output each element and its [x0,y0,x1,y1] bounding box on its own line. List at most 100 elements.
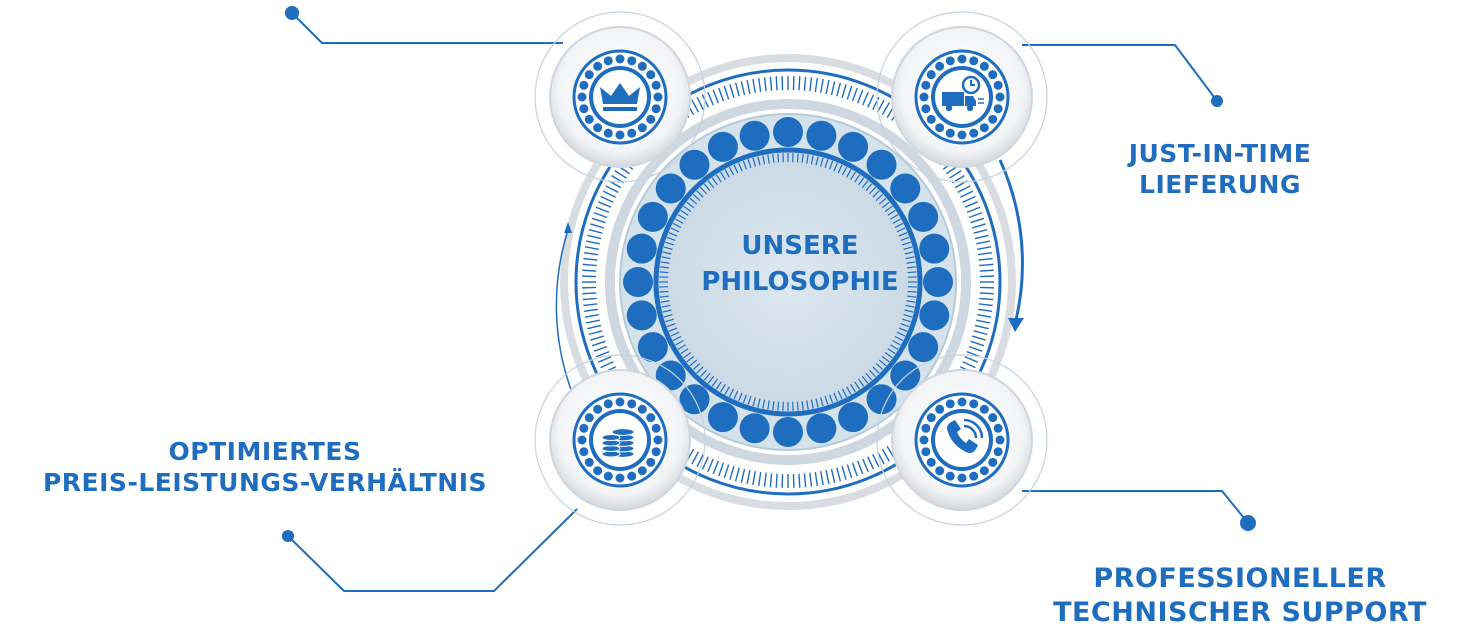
badge-ball [627,399,637,409]
tick-mark [979,263,994,267]
tick-mark [696,96,704,111]
tick-mark [729,84,735,98]
tick-mark [966,206,981,213]
tick-mark [692,193,701,201]
badge-ball [627,471,637,481]
tick-mark [691,99,700,113]
tick-mark [810,399,814,409]
tick-mark [806,400,809,410]
tick-mark [595,351,610,358]
badge-ball [584,413,594,423]
badge-ball [935,61,945,71]
tick-mark [964,201,979,208]
tick-mark [978,257,993,261]
tick-mark [675,340,684,346]
tick-mark [593,212,608,219]
tick-mark [587,234,602,240]
tick-mark [715,174,722,183]
tick-mark [846,85,853,100]
tick-mark [746,79,751,94]
badge-ball [919,92,929,102]
badge-price[interactable] [534,354,706,526]
tick-mark [857,460,864,475]
tick-mark [892,340,901,346]
tick-mark [978,303,993,307]
tick-mark [977,246,992,250]
badge-ball [615,397,625,407]
tick-mark [898,327,908,332]
tick-mark [583,257,598,261]
tick-mark [602,190,617,198]
badge-ball [615,54,625,64]
tick-mark [862,91,869,106]
tick-mark [723,464,730,479]
tick-mark [907,290,917,293]
crown-icon [600,83,640,111]
tick-mark [825,470,830,485]
tick-mark [582,297,597,301]
badge-ball [921,80,931,90]
badge-ball [969,56,979,66]
badge-quality[interactable] [534,11,706,183]
badge-ball [945,56,955,66]
badge-ball [584,114,594,124]
tick-mark [964,356,979,363]
tick-mark [810,155,814,165]
tick-mark [597,356,612,363]
tick-mark [972,223,986,229]
tick-mark [854,381,861,390]
badge-ball [577,435,587,445]
badge-ball [593,61,603,71]
tick-mark [896,331,906,337]
tick-mark [890,214,899,220]
bearing-ball [806,413,837,444]
tick-mark [584,246,599,250]
badge-ball [957,54,967,64]
tick-mark [824,159,829,169]
tick-mark [872,96,880,111]
tick-mark [903,246,913,251]
bearing-ball [707,402,738,433]
tick-mark [825,79,830,94]
badge-ball [593,404,603,414]
tick-mark [803,473,807,488]
badge-support[interactable] [876,354,1048,526]
rotation-arrow-right [998,159,1024,321]
tick-mark [712,460,719,475]
tick-mark [662,309,672,313]
bearing-ball [890,173,921,204]
tick-mark [833,392,838,402]
tick-mark [979,292,994,295]
tick-mark [670,227,680,233]
tick-mark [762,155,766,165]
tick-mark [742,160,748,170]
tick-mark [900,236,910,242]
tick-mark [857,89,864,104]
tick-mark [962,195,976,203]
badge-delivery[interactable] [876,11,1048,183]
bearing-ball [838,131,869,162]
center-title-line2: PHILOSOPHIE [701,267,899,298]
tick-mark [663,313,673,318]
tick-mark [798,473,801,488]
tick-mark [666,236,676,242]
tick-mark [968,345,983,352]
tick-mark [881,102,890,116]
bearing-ball [919,233,950,264]
badge-ball [988,457,998,467]
tick-mark [701,456,709,470]
tick-mark [680,348,689,355]
label-line: LIEFERUNG [1139,170,1301,200]
tick-mark [905,304,915,308]
tick-mark [905,256,915,260]
tick-mark [949,170,962,179]
badge-ball [926,413,936,423]
tick-mark [696,190,704,198]
connector-quality [285,6,563,44]
tick-mark [703,183,711,192]
tick-mark [661,256,671,260]
badge-ball [979,404,989,414]
badge-ball [584,70,594,80]
tick-mark [820,471,824,486]
tick-mark [590,335,604,341]
